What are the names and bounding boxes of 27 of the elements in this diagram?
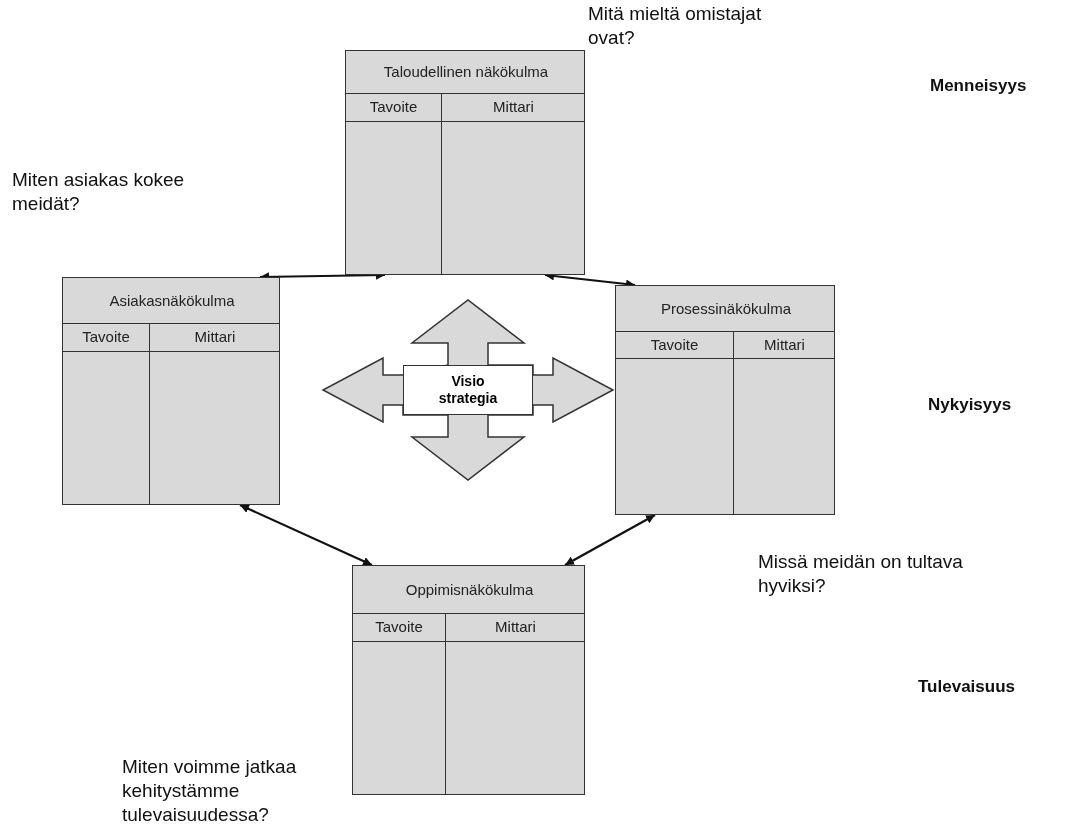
double-arrow (260, 270, 385, 282)
column-header: Tavoite (374, 617, 424, 637)
perspective-table (62, 277, 280, 505)
double-arrow (564, 514, 656, 566)
column-header: Tavoite (81, 327, 131, 347)
vision-box: Visio strategia (403, 365, 533, 415)
time-label: Tulevaisuus (918, 676, 1016, 698)
column-header: Mittari (193, 327, 237, 347)
question-text: Missä meidän on tultava hyviksi? (758, 550, 964, 598)
table-heading: Oppimisnäkökulma (404, 580, 535, 600)
question-text: Mitä mieltä omistajat ovat? (588, 2, 763, 50)
table-heading: Prosessinäkökulma (659, 299, 793, 319)
column-header: Mittari (494, 617, 537, 637)
double-arrow (239, 504, 373, 566)
table-heading: Taloudellinen näkökulma (382, 62, 550, 82)
column-header: Mittari (492, 97, 535, 117)
table-heading: Asiakasnäkökulma (108, 291, 236, 311)
time-label: Menneisyys (930, 75, 1028, 97)
column-header: Tavoite (649, 335, 700, 355)
time-label: Nykyisyys (928, 394, 1013, 416)
perspective-table (615, 285, 835, 515)
perspective-table (345, 50, 585, 275)
question-text: Miten asiakas kokee meidät? (12, 168, 186, 216)
question-text: Miten voimme jatkaa kehitystämme tulevaisuudessa? (122, 755, 298, 827)
column-header: Mittari (763, 335, 806, 355)
column-header: Tavoite (368, 97, 419, 117)
perspective-table (352, 565, 585, 795)
